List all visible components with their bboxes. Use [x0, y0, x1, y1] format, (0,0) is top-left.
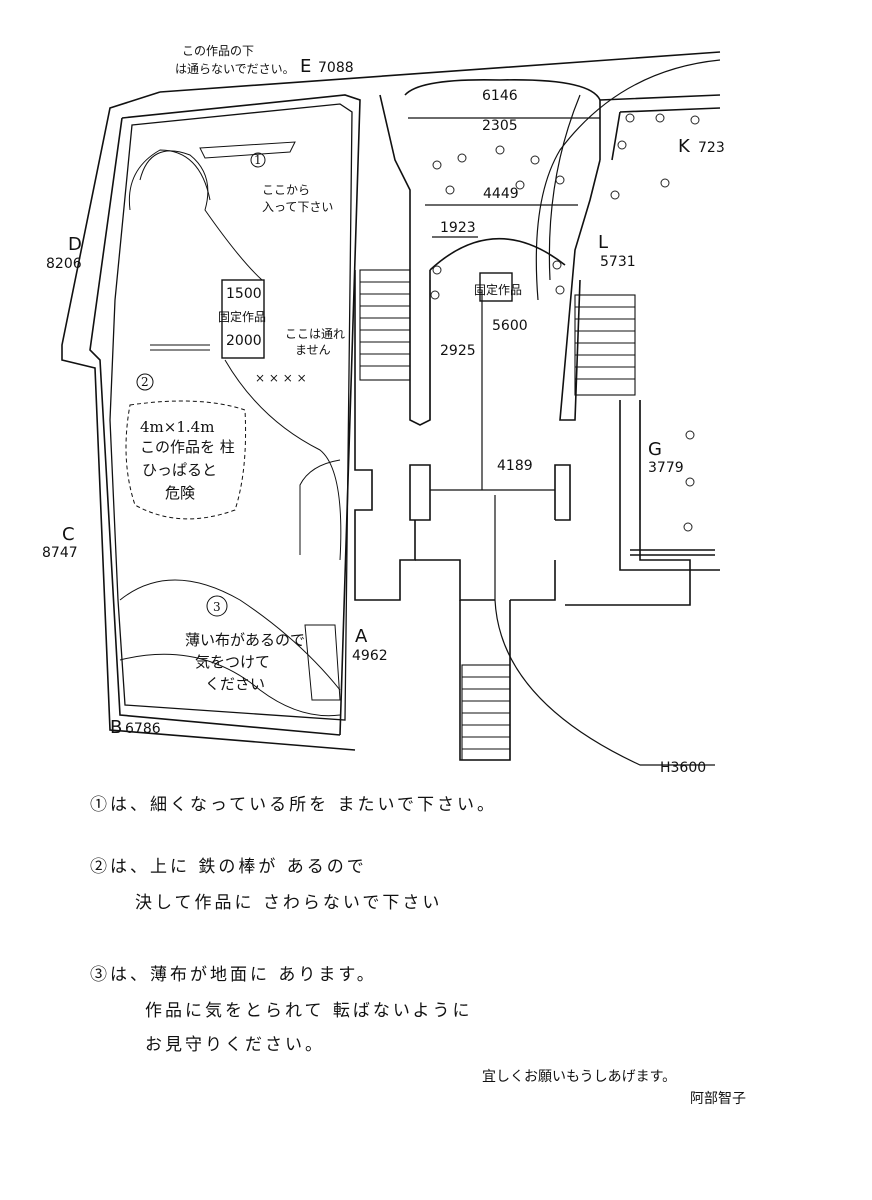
- point-b-value: 6786: [125, 721, 161, 737]
- right-room: [619, 400, 720, 571]
- stairs-right: [574, 294, 636, 396]
- point-l-value: 5731: [600, 254, 636, 270]
- stairs-left: [359, 269, 411, 381]
- point-a-letter: A: [355, 626, 368, 647]
- top-arch: [404, 78, 601, 101]
- enter-note-2: 入って下さい: [262, 200, 333, 214]
- bottom-corridor: [459, 600, 511, 761]
- fixed-artwork-center: [479, 272, 513, 302]
- right-top-wall: [599, 94, 721, 161]
- note-3a: ③は、薄布が地面に あります。: [90, 965, 377, 985]
- dim-2925: 2925: [440, 343, 476, 359]
- no-pass-1: ここは通れ: [285, 327, 345, 341]
- signature: 阿部智子: [690, 1091, 746, 1107]
- point-e-letter: E: [300, 56, 311, 77]
- warn-4: 危険: [165, 484, 195, 502]
- note-top-2: は通らないでださい。: [175, 62, 295, 76]
- no-pass-2: ません: [295, 343, 331, 357]
- arch: [429, 237, 566, 271]
- fixed-artwork-left: [221, 279, 265, 359]
- cloth-note-1: 薄い布があるので: [185, 631, 305, 649]
- note-1: ①は、細くなっている所を またいで下さい。: [90, 795, 498, 815]
- left-room-inner: [109, 103, 353, 721]
- note-3c: お見守りください。: [145, 1035, 325, 1055]
- point-d-value: 8206: [46, 256, 82, 272]
- cloth-note-3: ください: [205, 675, 265, 693]
- marker-1: 1: [254, 153, 262, 167]
- marker-3: 3: [213, 600, 221, 614]
- dim-2000: 2000: [226, 333, 262, 349]
- dim-5600: 5600: [492, 318, 528, 334]
- fixed-artwork-center-label: 固定作品: [474, 282, 522, 297]
- point-a-value: 4962: [352, 648, 388, 664]
- point-h-label: H3600: [660, 760, 706, 776]
- center-block: [415, 400, 691, 606]
- corridor-wall-left: [379, 94, 431, 426]
- note-3b: 作品に気をとられて 転ばないように: [145, 1001, 473, 1021]
- warn-3: ひっぱると: [142, 461, 217, 479]
- point-c-value: 8747: [42, 545, 78, 561]
- dim-1923: 1923: [440, 220, 476, 236]
- point-e-value: 7088: [318, 60, 354, 76]
- point-l-letter: L: [598, 232, 608, 253]
- note-top-1: この作品の下: [182, 44, 254, 58]
- warn-1: 4m×1.4m: [140, 418, 214, 436]
- dim-2305: 2305: [482, 118, 518, 134]
- point-k-letter: K: [678, 136, 691, 157]
- outer-wall-inner: [121, 94, 361, 736]
- point-k-value: 723: [698, 140, 725, 156]
- cloth-note-2: 気をつけて: [195, 653, 270, 671]
- point-d-letter: D: [68, 234, 82, 255]
- warn-2: この作品を 柱: [140, 438, 235, 456]
- cross-marks: × × × ×: [255, 371, 307, 385]
- enter-note-1: ここから: [262, 183, 310, 197]
- point-g-value: 3779: [648, 460, 684, 476]
- closing-line: 宜しくお願いもうしあげます。: [482, 1069, 677, 1085]
- point-g-letter: G: [648, 439, 662, 460]
- corridor-wall-right: [559, 159, 601, 421]
- dim-1500: 1500: [226, 286, 262, 302]
- outer-wall: [61, 51, 721, 751]
- note-2b: 決して作品に さわらないで下さい: [135, 893, 443, 913]
- note-2a: ②は、上に 鉄の棒が あるので: [90, 857, 367, 877]
- dim-4449: 4449: [483, 186, 519, 202]
- divider: [354, 270, 431, 601]
- stairs-bottom: [461, 664, 511, 761]
- point-b-letter: B: [110, 717, 122, 738]
- dim-6146: 6146: [482, 88, 518, 104]
- marker-2: 2: [141, 375, 149, 389]
- dim-4189: 4189: [497, 458, 533, 474]
- fabric-lines: [119, 141, 342, 717]
- point-c-letter: C: [62, 524, 75, 545]
- fixed-artwork-left-label: 固定作品: [218, 309, 266, 324]
